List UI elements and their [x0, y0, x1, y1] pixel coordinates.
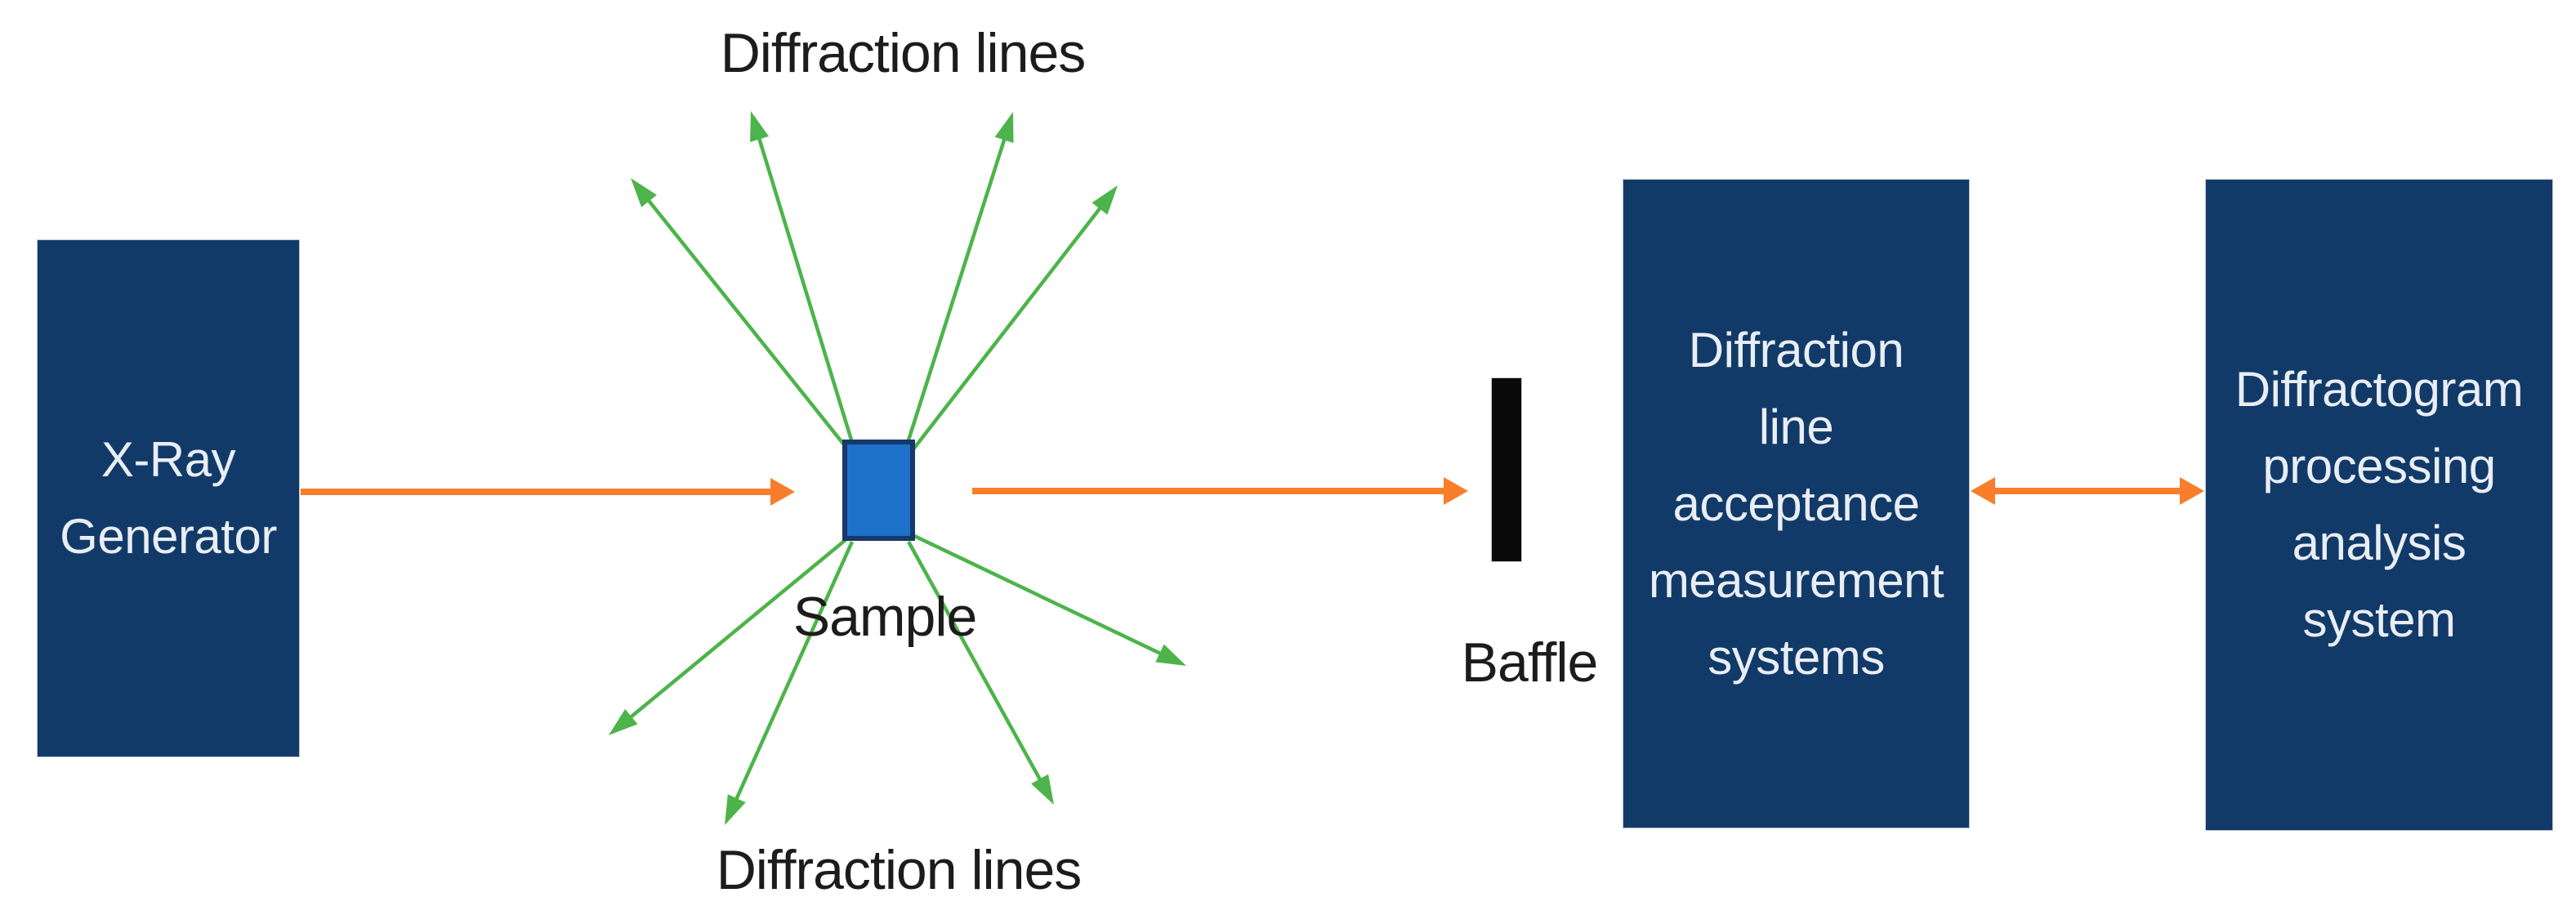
diffractogram-processing-box: Diffractogram processing analysis system — [2206, 180, 2552, 830]
xray-generator-label-line2: Generator — [60, 509, 277, 564]
transmitted-beam-arrow — [972, 477, 1468, 505]
diffraction-arrow-up-far-left — [631, 178, 848, 449]
xray-generator-label-line1: X-Ray — [100, 432, 236, 487]
diffraction-lines-top-label: Diffraction lines — [720, 22, 1087, 84]
xray-generator-box: X-Ray Generator — [38, 240, 299, 757]
xray-beam-arrow — [301, 478, 795, 506]
diffraction-arrow-up-far-right — [911, 185, 1118, 452]
measurement-label-line3: acceptance — [1672, 475, 1920, 531]
baffle-label: Baffle — [1461, 632, 1599, 694]
measurement-label-line5: systems — [1708, 629, 1885, 685]
diffraction-arrow-up-right — [904, 112, 1014, 446]
baffle-bar — [1492, 378, 1521, 561]
diffraction-arrow-down-right — [907, 540, 1054, 805]
diffraction-measurement-box: Diffraction line acceptance measurement … — [1623, 180, 1969, 828]
processing-label-line3: analysis — [2292, 516, 2467, 570]
sample-square — [842, 440, 915, 541]
measurement-label-line4: measurement — [1648, 552, 1944, 608]
diffraction-lines-bottom-label: Diffraction lines — [716, 839, 1083, 901]
processing-label-line2: processing — [2262, 439, 2496, 493]
systems-link-arrow — [1971, 477, 2204, 505]
sample-label: Sample — [792, 586, 978, 648]
processing-label-line1: Diffractogram — [2234, 362, 2524, 417]
measurement-label-line1: Diffraction — [1688, 322, 1904, 377]
diffraction-arrow-up-left — [750, 111, 855, 446]
measurement-label-line2: line — [1758, 399, 1834, 454]
processing-label-line4: system — [2302, 592, 2456, 647]
